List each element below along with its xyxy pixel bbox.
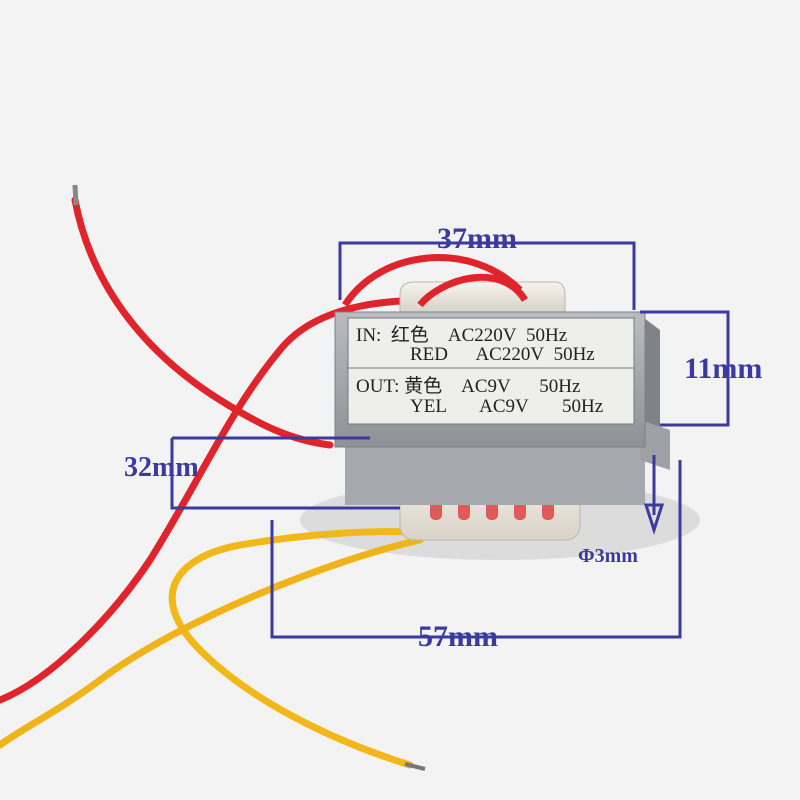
label-out-color-en: YEL <box>410 396 447 417</box>
label-out-freq: 50Hz <box>539 376 581 397</box>
label-out-freq-2: 50Hz <box>562 396 604 417</box>
yellow-wire <box>168 528 424 769</box>
label-out-prefix: OUT: <box>356 376 400 397</box>
depth-dimension: 32mm <box>124 452 199 483</box>
yellow-wire-2 <box>0 536 424 749</box>
label-in-voltage: AC220V <box>447 325 517 346</box>
mounting-tab <box>640 420 670 470</box>
label-out-row: OUT: 黄色 AC9V 50Hz <box>356 371 580 398</box>
label-out-row-2: YEL AC9V 50Hz <box>410 396 603 418</box>
hole-dimension: Φ3mm <box>578 545 638 567</box>
label-in-freq: 50Hz <box>525 325 568 346</box>
label-out-voltage: AC9V <box>461 376 511 397</box>
red-wire-tip <box>72 184 79 206</box>
core-lower <box>345 440 645 505</box>
red-wire-2 <box>0 296 444 704</box>
mount-span-dimension: 57mm <box>418 620 498 653</box>
height-dimension: 11mm <box>684 352 763 385</box>
yellow-wire-tip <box>404 762 426 771</box>
label-in-freq-2: 50Hz <box>553 344 595 365</box>
top-red-loop-2 <box>417 273 528 308</box>
label-plate <box>347 317 635 425</box>
label-in-row-2: RED AC220V 50Hz <box>410 344 595 366</box>
width-dimension: 37mm <box>437 222 517 255</box>
label-in-voltage-2: AC220V <box>475 344 545 365</box>
top-red-loop <box>342 254 523 307</box>
label-in-color-en: RED <box>410 344 448 365</box>
red-wire <box>71 196 334 449</box>
label-in-color-cn: 红色 <box>390 325 429 346</box>
hole-arrow <box>643 455 665 535</box>
label-out-voltage-2: AC9V <box>479 396 529 417</box>
label-in-row: IN: 红色 AC220V 50Hz <box>356 320 567 347</box>
label-out-color-cn: 黄色 <box>404 376 443 397</box>
label-in-prefix: IN: <box>356 325 382 346</box>
dimension-lines <box>170 241 730 639</box>
